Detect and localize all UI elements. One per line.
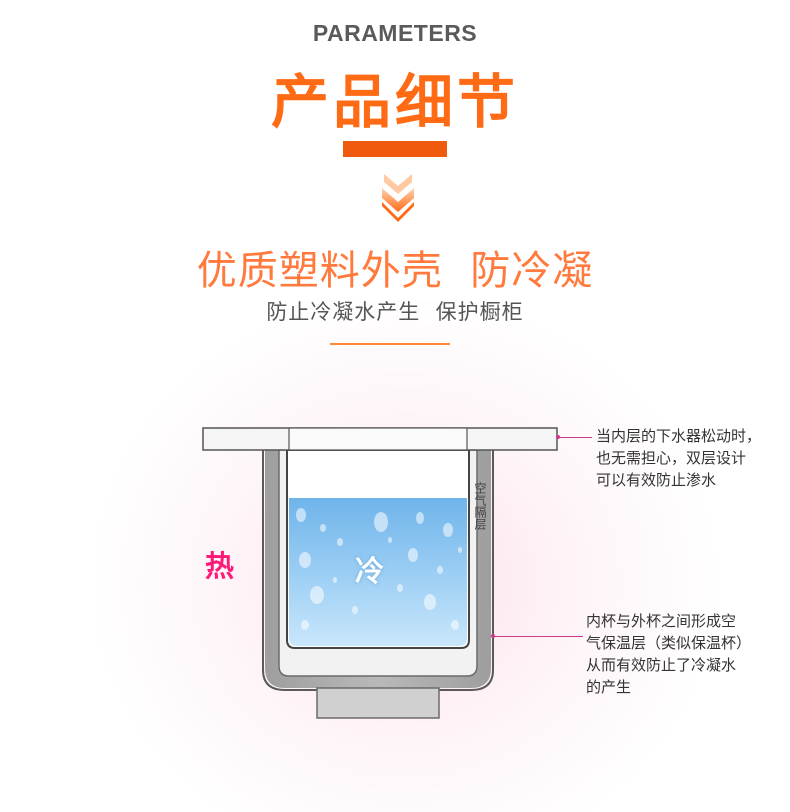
hot-label: 热 bbox=[205, 549, 235, 583]
callout-bottom-line: 从而有效防止了冷凝水 bbox=[586, 656, 737, 674]
callout-bottom-line: 的产生 bbox=[586, 678, 632, 696]
callout-top-line: 可以有效防止渗水 bbox=[596, 471, 717, 489]
feature-subline: 防止冷凝水产生 保护橱柜 bbox=[266, 300, 524, 324]
callout-top-leader bbox=[558, 437, 592, 438]
cold-water bbox=[289, 498, 467, 646]
air-gap-label: 空气隔层 bbox=[473, 482, 487, 530]
subline-rule bbox=[330, 343, 450, 345]
cup-foot bbox=[316, 687, 440, 719]
double-cup-diagram bbox=[202, 427, 558, 719]
callout-bottom-line: 内杯与外杯之间形成空 bbox=[586, 612, 737, 630]
callout-top: 当内层的下水器松动时， 也无需担心，双层设计 可以有效防止渗水 bbox=[596, 425, 761, 491]
callout-bottom-dot bbox=[491, 634, 495, 638]
double-chevron-down-icon bbox=[382, 174, 414, 222]
feature-headline: 优质塑料外壳 防冷凝 bbox=[196, 248, 594, 294]
cold-label: 冷 bbox=[355, 554, 385, 588]
callout-bottom-leader bbox=[493, 636, 583, 637]
callout-top-dot bbox=[556, 435, 560, 439]
callout-bottom: 内杯与外杯之间形成空 气保温层（类似保温杯） 从而有效防止了冷凝水 的产生 bbox=[586, 610, 751, 698]
title-underline-bar bbox=[343, 141, 447, 157]
section-eyebrow: PARAMETERS bbox=[312, 20, 478, 46]
callout-top-line: 当内层的下水器松动时， bbox=[596, 427, 762, 445]
section-title: 产品细节 bbox=[270, 68, 519, 136]
callout-top-line: 也无需担心，双层设计 bbox=[596, 449, 747, 467]
callout-bottom-line: 气保温层（类似保温杯） bbox=[586, 634, 752, 652]
